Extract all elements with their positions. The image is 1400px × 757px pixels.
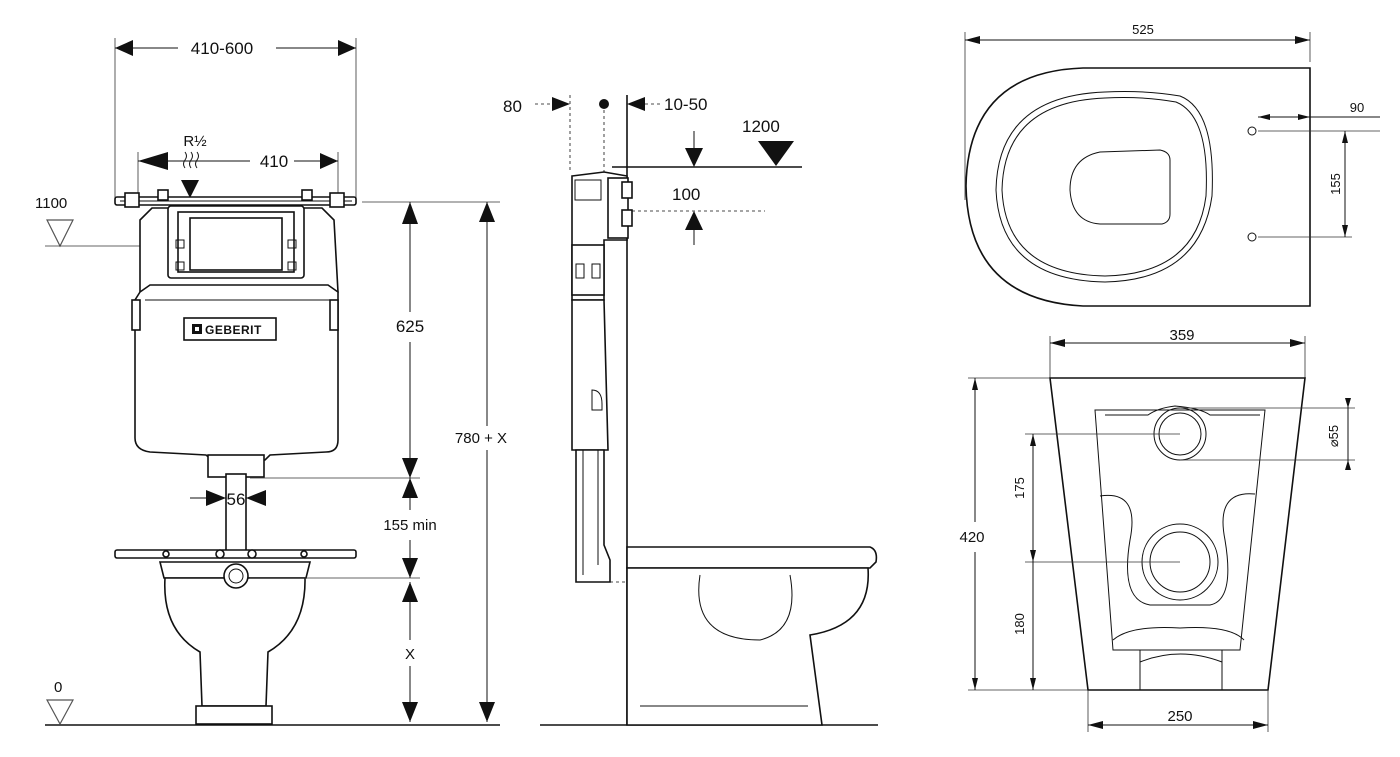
label-level-1200: 1200	[742, 117, 780, 136]
brand-plate	[183, 317, 277, 341]
label-height-180: 180	[1012, 613, 1027, 635]
dim-height-155: 155 min	[250, 477, 437, 578]
label-offset-10-50: 10-50	[664, 95, 707, 114]
cistern-side	[571, 171, 633, 583]
label-level-0: 0	[54, 679, 62, 696]
label-back-total-height: 420	[959, 529, 984, 546]
level-1100-marker: 1100	[35, 195, 140, 248]
level-1200-marker: 1200	[612, 117, 802, 168]
label-bolt-offset: 90	[1350, 100, 1364, 115]
dim-offset-10-50: 10-50	[627, 95, 707, 114]
toilet-side	[604, 546, 878, 726]
back-view: 359 ⌀55 175	[959, 327, 1355, 732]
dim-height-180: 180	[1012, 562, 1088, 691]
flush-pipe	[207, 454, 265, 553]
label-pipe-diameter: 56	[227, 490, 246, 509]
dim-frame-width: 410-600	[114, 38, 357, 200]
label-frame-width: 410-600	[191, 39, 253, 58]
dim-offset-80: 80	[503, 95, 609, 172]
frame-bottom-bar	[114, 549, 357, 559]
dim-height-x: X	[402, 582, 418, 722]
label-drop-100: 100	[672, 185, 700, 204]
back-outline	[1049, 377, 1306, 691]
dim-outlet-diameter: ⌀55	[1180, 398, 1355, 470]
dim-pipe-diameter: 56	[190, 490, 266, 509]
label-outlet-diameter: ⌀55	[1326, 425, 1341, 447]
thread-arrow	[181, 180, 199, 198]
dim-bowl-length: 525	[964, 22, 1311, 200]
label-level-1100: 1100	[35, 195, 67, 212]
dim-total-height: 780 + X	[455, 202, 507, 722]
dim-height-625: 625	[362, 201, 500, 478]
dim-drop-100: 100	[632, 185, 765, 245]
level-0-marker: 0	[45, 679, 75, 726]
label-height-625: 625	[396, 317, 424, 336]
dim-top-width: 359	[1049, 327, 1306, 378]
dim-cistern-width: 410	[137, 152, 339, 200]
label-bowl-length: 525	[1132, 22, 1154, 37]
toilet-front	[158, 561, 420, 725]
label-thread: R½	[183, 133, 207, 150]
side-view: 80 10-50 1200 100	[503, 95, 878, 726]
label-height-x: X	[405, 646, 415, 663]
bowl-opening	[1069, 149, 1171, 225]
dim-bolt-spacing: 155	[1258, 131, 1352, 238]
bowl-rim	[995, 91, 1213, 283]
label-top-width: 359	[1169, 327, 1194, 344]
label-offset-80: 80	[503, 97, 522, 116]
bowl-outline	[965, 67, 1311, 307]
dim-back-total-height: 420	[959, 377, 1050, 691]
frame-top-bar	[114, 189, 357, 208]
dim-base-width: 250	[1087, 690, 1269, 732]
label-base-width: 250	[1167, 708, 1192, 725]
front-view: 410-600 R½ 410 1100	[35, 38, 507, 726]
dim-bolt-offset: 90	[1258, 100, 1380, 132]
label-bolt-spacing: 155	[1328, 173, 1343, 195]
label-height-155-min: 155 min	[383, 517, 436, 534]
thread-connection: R½	[181, 133, 207, 198]
bolt-hole-upper	[1247, 126, 1257, 136]
brand-logo-text: GEBERIT	[205, 323, 262, 337]
cistern: GEBERIT	[131, 205, 339, 461]
label-total-height: 780 + X	[455, 430, 507, 447]
label-cistern-width: 410	[260, 152, 288, 171]
dim-height-175: 175	[1012, 433, 1180, 563]
label-height-175: 175	[1012, 477, 1027, 499]
top-view: 525 90 155	[964, 22, 1380, 307]
bolt-hole-lower	[1247, 232, 1257, 242]
